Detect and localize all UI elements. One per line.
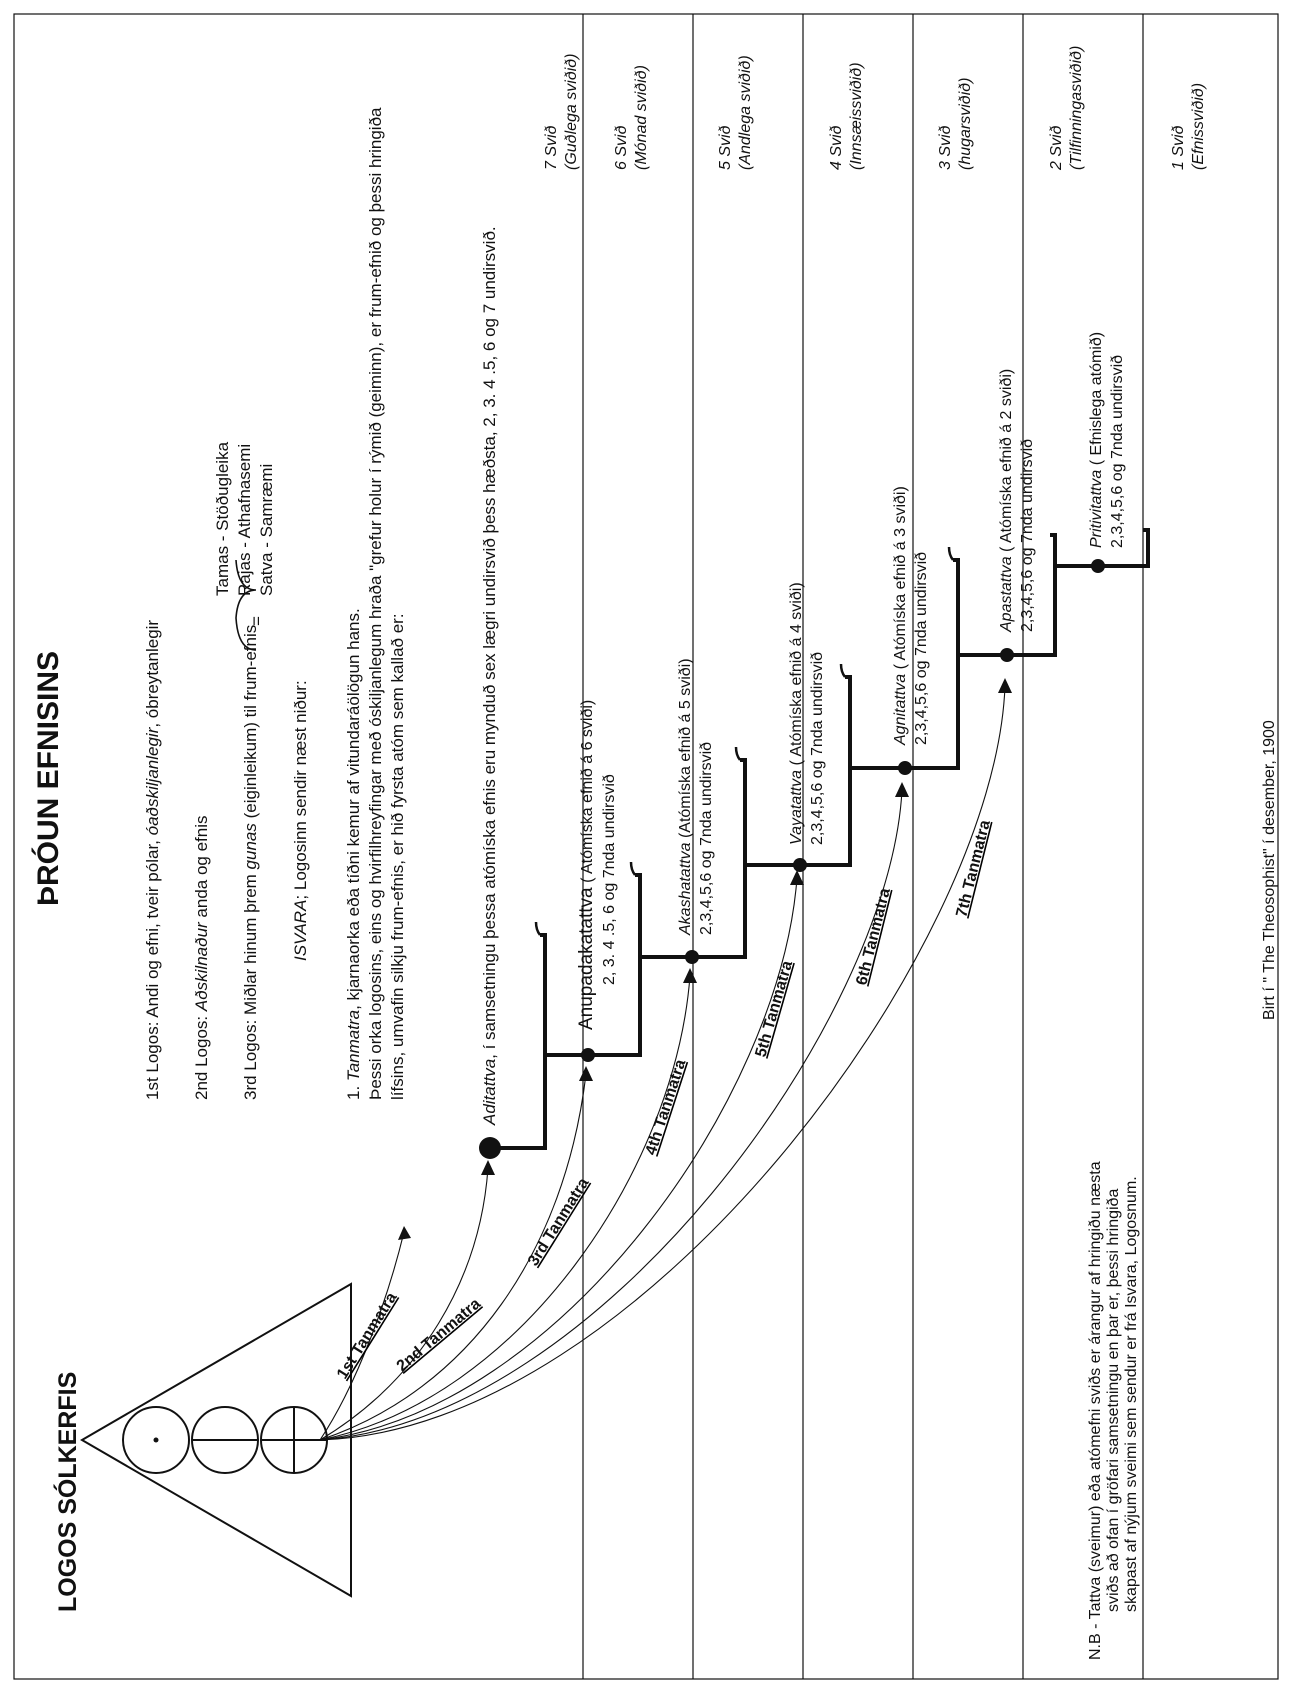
plane-1-name: (Efnissviðið) bbox=[1190, 83, 1207, 170]
page-border bbox=[13, 13, 1279, 1680]
plane-6-name: (Mónad sviðið) bbox=[633, 65, 650, 170]
hook-icon bbox=[534, 921, 542, 936]
plane-6-num: 6 Svið bbox=[613, 125, 630, 170]
nb-note: N.B - Tattva (sveimur) eða atómefni svið… bbox=[1087, 1161, 1140, 1660]
tanmatra-curve-6 bbox=[319, 789, 903, 1441]
logos-descriptions: 1st Logos: Andi og efni, tveir pólar, óa… bbox=[143, 620, 310, 1100]
plane-labels: 7 Svið (Guðlega sviðið) 6 Svið (Mónad sv… bbox=[543, 46, 1207, 171]
step-hooks bbox=[534, 546, 955, 936]
aditattva-line: Aditattva, í samsetningu þessa atómíska … bbox=[480, 226, 499, 1126]
triangle-icon bbox=[80, 1282, 352, 1598]
tattva-priti: Pritivitattva ( Efnislega atómið) bbox=[1088, 332, 1105, 548]
arrow-head-icon bbox=[998, 678, 1012, 693]
plane-4-num: 4 Svið bbox=[828, 125, 845, 170]
tattva-vaya-sub: 2,3,4,5,6 og 7nda undirsvið bbox=[809, 652, 826, 845]
point-icon bbox=[153, 1437, 159, 1443]
tattva-anupadaka: Anupadakatattva ( Atómíska efnið á 6 svi… bbox=[576, 700, 597, 1030]
plane-7-num: 7 Svið bbox=[543, 125, 560, 170]
anupadaka-node-icon bbox=[581, 1048, 595, 1062]
hook-icon bbox=[839, 663, 847, 678]
hook-icon bbox=[629, 861, 637, 876]
second-logos-line: 2nd Logos: Aðskilnaður anda og efnis bbox=[192, 816, 211, 1101]
tanmatra-arrowheads bbox=[398, 678, 1012, 1240]
apas-node-icon bbox=[1000, 648, 1014, 662]
third-logos-line: 3rd Logos: Miðlar hinum þrem gunas (eigi… bbox=[241, 625, 260, 1100]
hook-icon bbox=[947, 546, 955, 561]
plane-3-num: 3 Svið bbox=[937, 125, 954, 170]
brace-icon bbox=[235, 559, 257, 651]
nb-line-1: N.B - Tattva (sveimur) eða atómefni svið… bbox=[1087, 1161, 1104, 1660]
page-title: ÞRÓUN EFNISINS bbox=[31, 651, 65, 906]
tattva-apas-sub: 2,3,4,5,6 og 7nda undirsvið bbox=[1019, 439, 1036, 632]
gunas-equals: = bbox=[247, 616, 266, 626]
tanmatra-curves bbox=[319, 685, 1006, 1441]
akasha-node-icon bbox=[685, 950, 699, 964]
aditattva-node-icon bbox=[479, 1137, 501, 1159]
atom-nodes bbox=[479, 559, 1105, 1159]
first-logos-line: 1st Logos: Andi og efni, tveir pólar, óa… bbox=[143, 620, 162, 1100]
tattva-akasha: Akashatattva (Atómíska efnið á 5 sviði) bbox=[677, 658, 694, 936]
tattva-labels: Anupadakatattva ( Atómíska efnið á 6 svi… bbox=[576, 332, 1126, 1030]
guna-rajas: Rajas - Athafnasemi bbox=[235, 444, 254, 596]
plane-2-num: 2 Svið bbox=[1048, 125, 1065, 171]
arrow-head-icon bbox=[398, 1226, 411, 1240]
arrow-head-icon bbox=[683, 968, 697, 983]
descent-steps bbox=[490, 528, 1150, 1150]
tanmatra-curve-5 bbox=[319, 877, 798, 1441]
arrow-head-icon bbox=[790, 870, 804, 885]
agni-node-icon bbox=[898, 761, 912, 775]
tanmatra-intro-line-3: lífsins, umvafin silkju frum-efnis, er h… bbox=[388, 613, 407, 1100]
tattva-anupadaka-sub: 2, 3. 4 .5, 6 og 7nda undirsvið bbox=[601, 774, 618, 985]
arrow-head-icon bbox=[895, 782, 909, 797]
guna-tamas: Tamas - Stöðugleika bbox=[213, 441, 232, 596]
plane-1-num: 1 Svið bbox=[1170, 125, 1187, 170]
isvara-line: ISVARA; Logosinn sendir næst niður: bbox=[291, 680, 310, 961]
tattva-akasha-sub: 2,3,4,5,6 og 7nda undirsvið bbox=[698, 742, 715, 935]
plane-4-name: (Innsæissviðið) bbox=[848, 62, 865, 170]
nb-line-3: skapast af nýjum sveimi sem sendur er fr… bbox=[1123, 1176, 1140, 1612]
plane-2-name: (Tilfinningasviðið) bbox=[1068, 46, 1085, 170]
source-note: Birt í " The Theosophist" í desember, 19… bbox=[1261, 720, 1278, 1020]
tanmatra-intro: 1. Tanmatra, kjarnaorka eða tíðni kemur … bbox=[344, 107, 499, 1126]
priti-node-icon bbox=[1091, 559, 1105, 573]
plane-7-name: (Guðlega sviðið) bbox=[563, 54, 580, 171]
plane-dividers bbox=[582, 14, 1144, 1679]
tattva-agni: Agnitattva ( Atómíska efnið á 3 sviði) bbox=[892, 486, 909, 746]
tattva-priti-sub: 2,3,4,5,6 og 7nda undirsvið bbox=[1109, 355, 1126, 548]
gunas-group: = Tamas - Stöðugleika Rajas - Athafnasem… bbox=[213, 441, 276, 651]
tanmatra-curve-2 bbox=[319, 1167, 489, 1441]
nb-line-2: sviðs að ofan í gröfari samsetningu en þ… bbox=[1105, 1189, 1122, 1612]
guna-satva: Satva - Samræmi bbox=[257, 464, 276, 596]
tattva-agni-sub: 2,3,4,5,6 og 7nda undirsvið bbox=[913, 552, 930, 745]
plane-5-name: (Andlega sviðið) bbox=[737, 55, 754, 170]
arrow-head-icon bbox=[579, 1066, 593, 1081]
step-aditattva bbox=[490, 933, 547, 1150]
tanmatra-curve-1 bbox=[319, 1231, 405, 1441]
first-logos-circle-icon bbox=[122, 1406, 190, 1474]
tattva-apas: Apastattva ( Atómíska efnið á 2 sviði) bbox=[998, 369, 1015, 633]
hook-icon bbox=[734, 746, 742, 761]
plane-5-num: 5 Svið bbox=[717, 125, 734, 170]
tanmatra-intro-line-1: 1. Tanmatra, kjarnaorka eða tíðni kemur … bbox=[344, 608, 363, 1100]
logos-label: LOGOS SÓLKERFIS bbox=[52, 1372, 82, 1612]
arrow-head-icon bbox=[481, 1160, 495, 1175]
plane-3-name: (hugarsviðið) bbox=[957, 78, 974, 170]
tattva-vaya: Vayatattva ( Atómíska efnið á 4 sviði) bbox=[788, 582, 805, 845]
logos-triangle bbox=[80, 1282, 352, 1598]
tanmatra-curve-7 bbox=[319, 685, 1006, 1441]
tanmatra-intro-line-2: Þessi orka logosins, eins og hvirfilhrey… bbox=[366, 107, 385, 1100]
vaya-node-icon bbox=[793, 858, 807, 872]
tanmatra-curve-3 bbox=[319, 1073, 587, 1441]
tanmatra-curve-4 bbox=[319, 975, 691, 1441]
